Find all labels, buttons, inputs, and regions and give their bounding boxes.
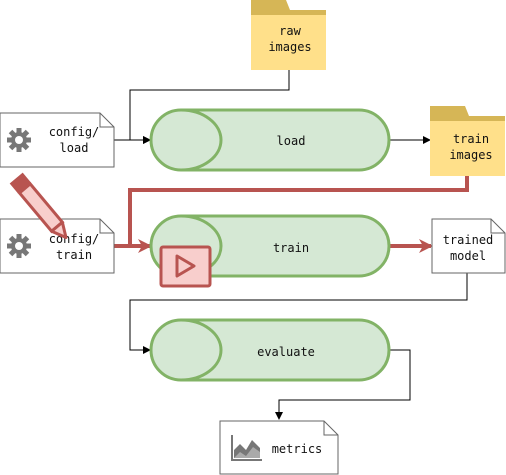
trained-model-node[interactable]: trained model <box>431 218 506 274</box>
metrics-node[interactable]: metrics <box>219 420 339 475</box>
train-stage[interactable]: train <box>149 214 391 288</box>
load-stage[interactable]: load <box>149 108 391 172</box>
gear-icon <box>7 128 31 152</box>
train-images-label-2: images <box>449 148 492 162</box>
raw-images-node[interactable]: raw images <box>251 0 326 70</box>
load-stage-label: load <box>277 134 306 148</box>
train-images-node[interactable]: train images <box>430 106 505 176</box>
metrics-label: metrics <box>272 442 323 456</box>
trained-model-label-1: trained <box>443 233 494 247</box>
trained-model-label-2: model <box>450 249 486 263</box>
evaluate-stage[interactable]: evaluate <box>149 318 391 382</box>
area-chart-icon <box>231 435 262 461</box>
play-icon[interactable] <box>159 245 212 288</box>
connector-evaluate-to-metrics <box>275 349 411 420</box>
config-load-node[interactable]: config/ load <box>0 112 115 168</box>
train-images-label-1: train <box>453 132 489 146</box>
config-load-label-1: config/ <box>49 125 100 139</box>
raw-images-label-1: raw <box>279 24 301 38</box>
pencil-icon <box>9 172 68 239</box>
config-load-label-2: load <box>60 141 89 155</box>
raw-images-label-2: images <box>268 40 311 54</box>
connector-train-images-to-train <box>128 176 469 253</box>
gear-icon <box>7 234 31 258</box>
connector-trained-model-to-evaluate <box>129 273 468 354</box>
train-stage-label: train <box>273 241 309 255</box>
evaluate-stage-label: evaluate <box>257 345 315 359</box>
config-train-label-2: train <box>56 248 92 262</box>
config-train-node[interactable]: config/ train <box>0 172 115 274</box>
